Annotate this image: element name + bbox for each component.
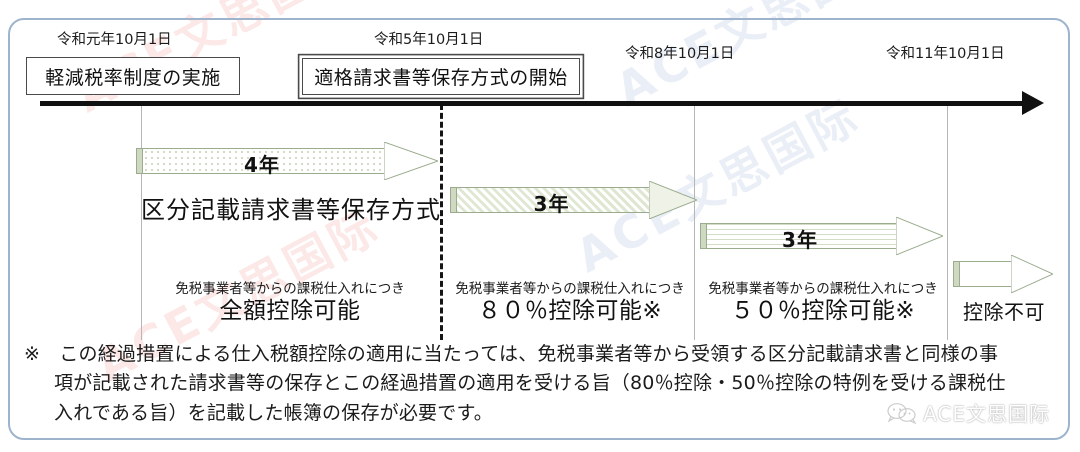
timeline-axis [40,101,1030,106]
deduction-caption-none: 控除不可 [952,300,1056,325]
arrowhead-icon [384,142,438,180]
timeline-arrowhead-icon [1022,91,1044,115]
date-label-reiwa5: 令和5年10月1日 [374,32,484,48]
arrowhead-icon [649,181,697,219]
deduction-caption-top: 免税事業者等からの課税仕入れにつき [175,281,405,297]
deduction-caption-top: 免税事業者等からの課税仕入れにつき [708,281,938,297]
date-label-reiwa11: 令和11年10月1日 [886,46,1005,62]
deduction-caption-top: 免税事業者等からの課税仕入れにつき [455,281,685,297]
date-label-reiwa1: 令和元年10月1日 [57,32,172,48]
diagram-frame [8,18,1070,440]
guide-line-reiwa11 [947,106,948,340]
guide-line-reiwa8 [694,106,695,340]
footnote-line-2: 項が記載された請求書等の保存とこの経過措置の適用を受ける旨（80％控除・50％控… [54,372,1006,395]
period-years-label: 3年 [782,228,818,252]
wechat-watermark-label: ACE文思国际 [923,402,1050,426]
period-years-label: 4年 [244,153,280,177]
guide-line-reiwa1 [141,106,142,340]
deduction-caption-value: ８０％控除可能※ [477,298,663,325]
date-label-reiwa8: 令和8年10月1日 [625,46,735,62]
footnote: ※ この経過措置による仕入税額控除の適用に当たっては、免税事業者等から受領する区… [24,340,1044,428]
guide-line-reiwa5 [440,104,443,340]
arrowhead-icon [896,217,943,255]
footnote-line-3: 入れである旨）を記載した帳簿の保存が必要です。 [54,401,493,424]
wechat-watermark: ACE文思国际 [887,398,1050,427]
deduction-caption-value: ５０％控除可能※ [730,298,916,325]
period-arrow-3years-50: 3年 [700,217,943,255]
period-years-label: 3年 [533,192,570,216]
period-arrow-4years: 4年 [136,142,438,180]
deduction-caption-value: 控除不可 [963,300,1045,324]
period-arrow-3years-80: 3年 [450,181,697,219]
wechat-icon [887,402,917,424]
arrowhead-icon [1011,255,1053,293]
deduction-caption-value: 全額控除可能 [219,298,361,325]
event-box-reduced-tax-rate: 軽減税率制度の実施 [26,57,240,95]
method-label-classified-invoice: 区分記載請求書等保存方式 [141,196,441,224]
deduction-caption-80: 免税事業者等からの課税仕入れにつき ８０％控除可能※ [446,281,694,326]
deduction-caption-full: 免税事業者等からの課税仕入れにつき 全額控除可能 [144,281,436,326]
event-box-invoice-system-start: 適格請求書等保存方式の開始 [302,58,580,95]
deduction-caption-50: 免税事業者等からの課税仕入れにつき ５０％控除可能※ [699,281,947,326]
footnote-line-1: ※ この経過措置による仕入税額控除の適用に当たっては、免税事業者等から受領する区… [24,343,999,365]
period-arrow-no-deduction [953,255,1053,293]
